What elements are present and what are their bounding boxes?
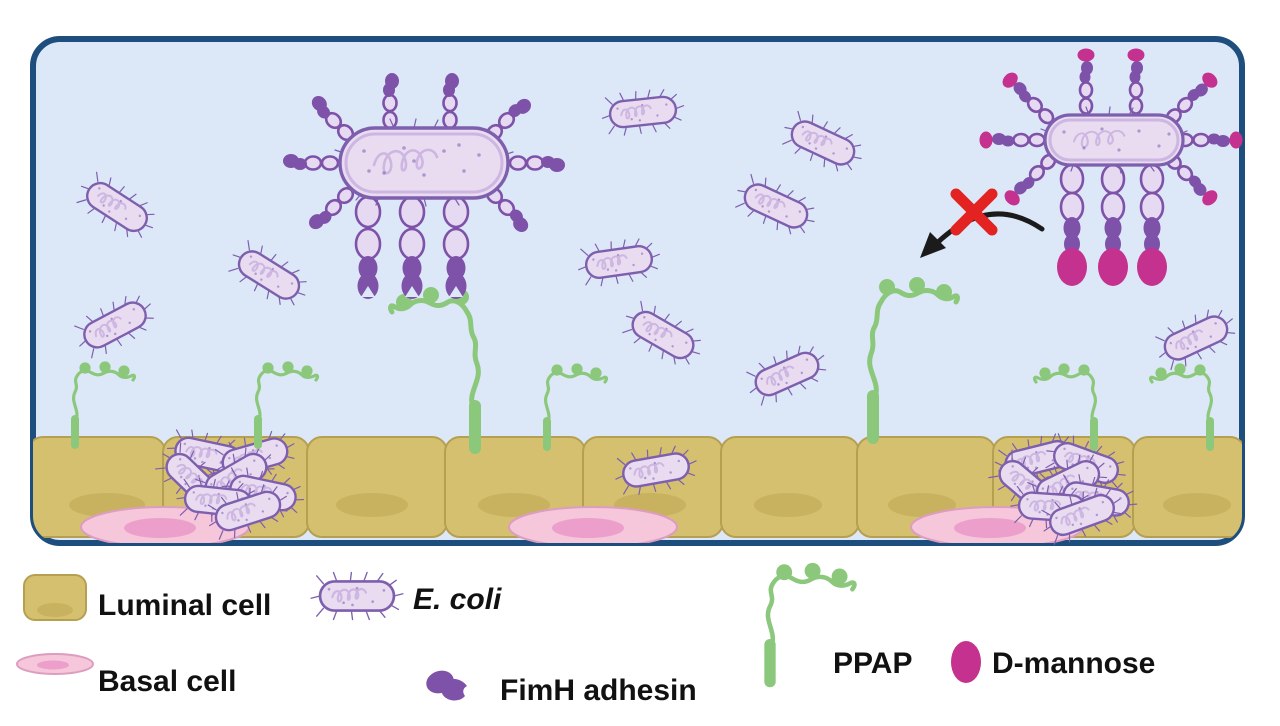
basal-cell xyxy=(80,506,250,543)
luminal-cell-nucleus xyxy=(754,493,822,517)
legend-label-luminal-cell: Luminal cell xyxy=(98,589,271,622)
legend-label-ppap: PPAP xyxy=(833,647,912,680)
luminal-cell-nucleus xyxy=(336,493,408,517)
legend-label-basal-cell: Basal cell xyxy=(98,665,236,698)
luminal-cell-nucleus xyxy=(1163,493,1231,517)
basal-cell xyxy=(508,506,678,543)
legend-label-d-mannose: D-mannose xyxy=(992,647,1155,680)
luminal-cell-icon xyxy=(23,574,87,621)
fimh-adhesin-icon xyxy=(426,670,467,701)
legend-label-fimh-adhesin: FimH adhesin xyxy=(500,674,697,707)
luminal-cell xyxy=(306,436,448,538)
luminal-cell-nucleus xyxy=(478,493,550,517)
legend: Luminal cell Basal cell E. coli FimH adh… xyxy=(16,563,1155,707)
luminal-cell xyxy=(720,436,860,538)
d-mannose-icon xyxy=(951,641,981,683)
basal-cell-icon xyxy=(16,653,94,675)
red-x-icon xyxy=(950,188,998,236)
legend-label-e-coli: E. coli xyxy=(413,583,502,616)
blocked-arrow xyxy=(920,211,1045,258)
luminal-cell-nucleus xyxy=(888,493,956,517)
e-coli-icon xyxy=(309,571,405,621)
luminal-cell xyxy=(1132,436,1242,538)
